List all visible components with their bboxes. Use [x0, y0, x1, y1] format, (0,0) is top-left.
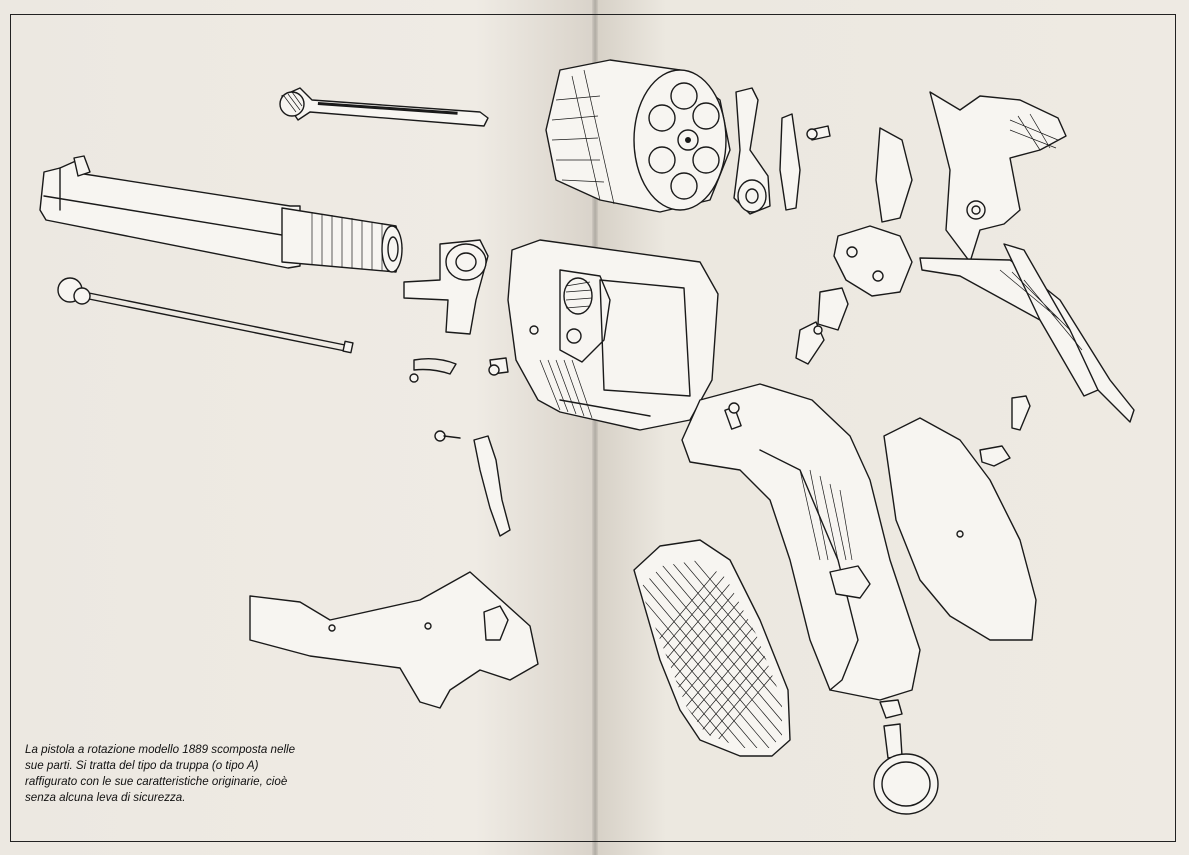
- mainspring-part: [919, 243, 1135, 423]
- recoil-shield-part: [403, 239, 509, 383]
- latch-part: [733, 87, 831, 215]
- figure-caption: La pistola a rotazione modello 1889 scom…: [25, 743, 296, 804]
- hammer-part: [929, 91, 1067, 263]
- rod-part: [57, 277, 354, 354]
- left-page: [0, 0, 595, 855]
- ejector-rod-part: [279, 87, 489, 127]
- barrel-part: [39, 155, 403, 273]
- illustration-border: [10, 14, 1176, 842]
- trigger-part: [795, 127, 913, 365]
- lanyard-ring-part: [873, 699, 939, 815]
- pawl-part: [434, 430, 511, 537]
- book-gutter: [592, 0, 598, 855]
- screws-parts: [488, 325, 823, 414]
- side-plate-part: [249, 571, 539, 709]
- right-grip-panel-part: [883, 395, 1037, 641]
- cylinder-part: [545, 59, 731, 213]
- revolver-frame-part: [507, 239, 921, 701]
